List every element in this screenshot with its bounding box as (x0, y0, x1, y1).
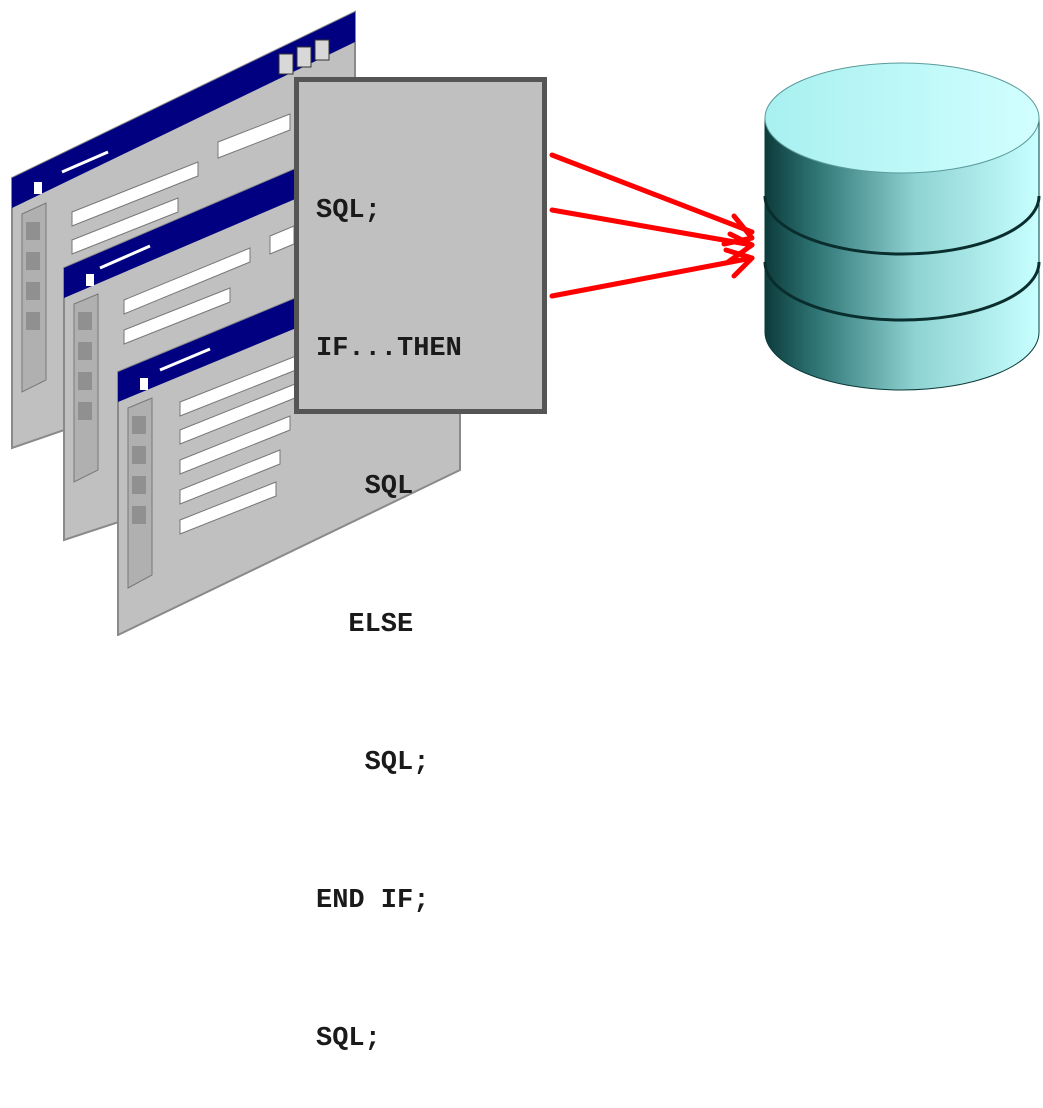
code-line: END IF; (316, 886, 430, 916)
arrow-right-icon (549, 152, 755, 299)
code-line: SQL; (316, 748, 430, 778)
code-line: IF...THEN (316, 334, 462, 364)
code-line: SQL (316, 472, 414, 502)
code-line: ELSE (316, 610, 414, 640)
pl-sql-code-block: SQL; IF...THEN SQL ELSE SQL; END IF; SQL… (294, 77, 547, 1054)
database-cylinder-icon (763, 62, 1041, 391)
code-line: SQL; (316, 1024, 381, 1054)
code-line: SQL; (316, 196, 381, 226)
